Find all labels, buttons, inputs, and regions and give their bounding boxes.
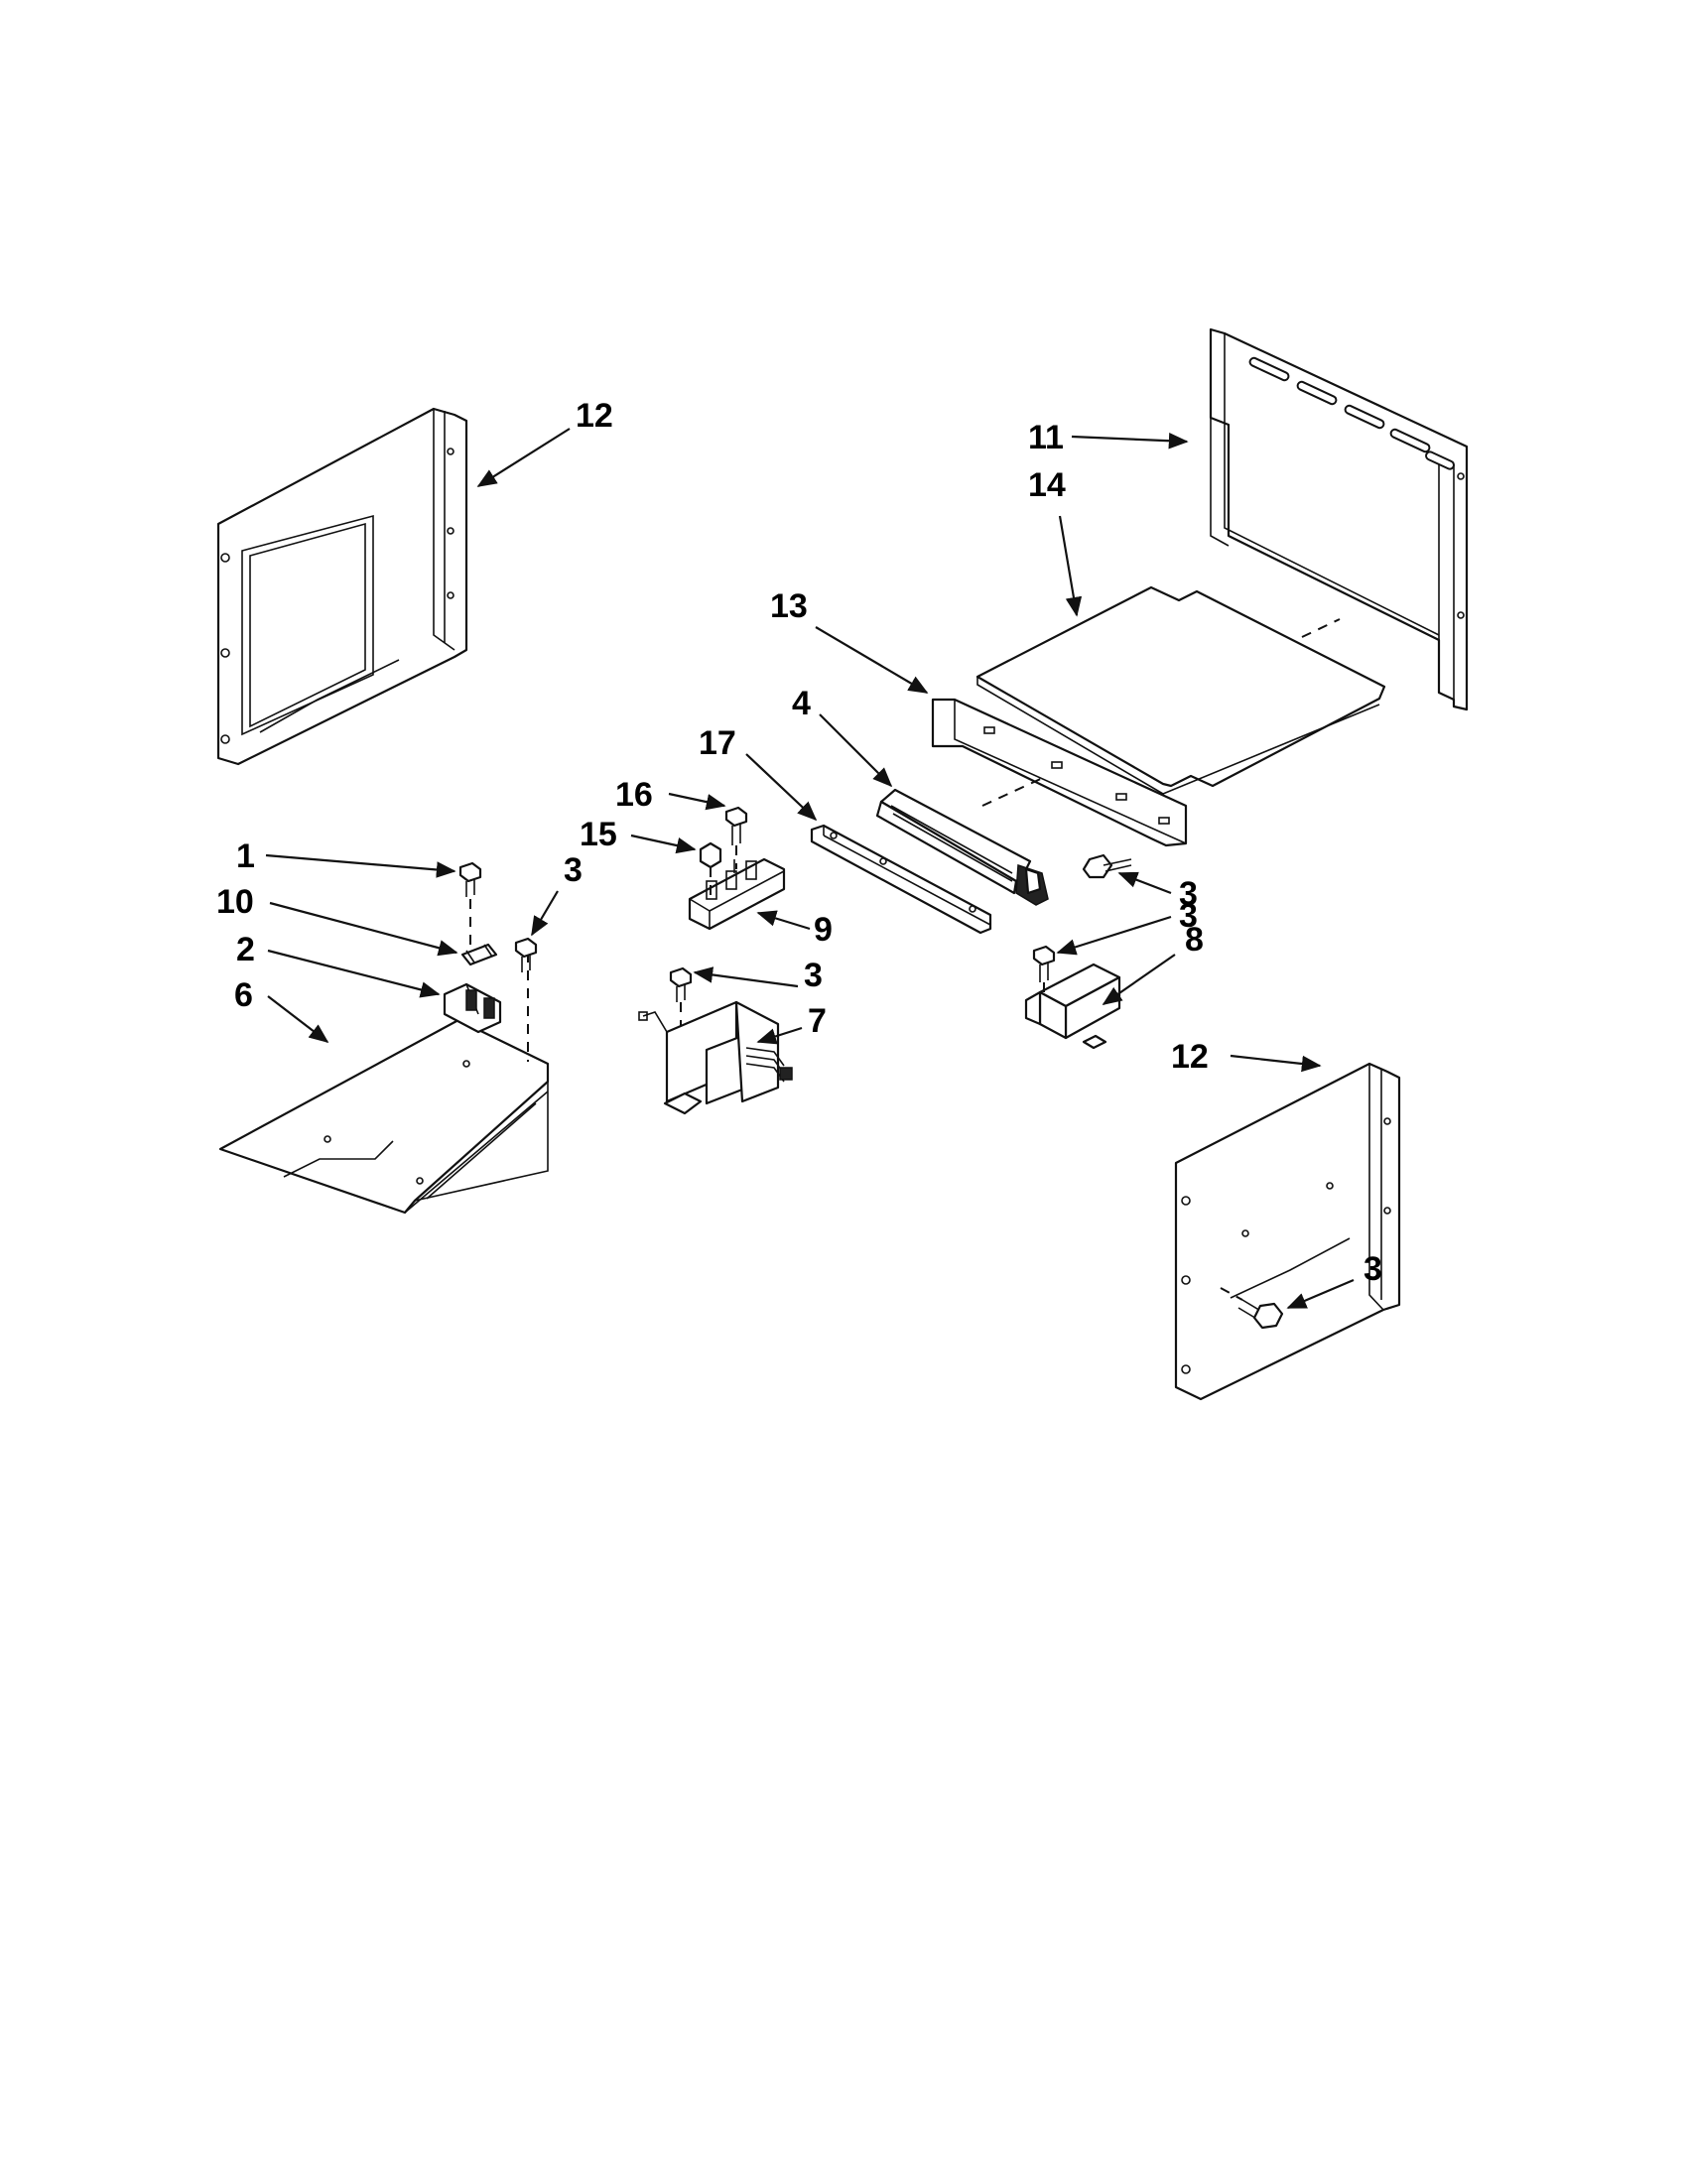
screw-terminal	[724, 806, 748, 869]
callout-14: 14	[1028, 466, 1066, 504]
fuse	[460, 943, 498, 966]
callout-12-lower-right: 12	[1171, 1038, 1209, 1076]
screw-control-box	[1032, 945, 1056, 992]
callout-4: 4	[792, 685, 811, 722]
callout-10: 10	[216, 883, 254, 921]
callout-1: 1	[236, 837, 255, 875]
front-bracket	[931, 698, 1188, 847]
screw-transformer	[669, 966, 693, 1002]
rear-panel-upper-right	[1209, 327, 1469, 711]
callout-12-upper-left: 12	[576, 397, 613, 435]
support-bar	[810, 824, 992, 935]
callout-3-base: 3	[564, 851, 583, 889]
callout-2: 2	[236, 931, 255, 968]
callout-7: 7	[808, 1002, 827, 1040]
side-panel-lower-right	[1174, 1062, 1401, 1401]
callout-13: 13	[770, 587, 808, 625]
callout-8: 8	[1185, 921, 1204, 959]
callout-3-lower-panel: 3	[1363, 1250, 1382, 1288]
screw-base-plate	[514, 937, 538, 972]
hex-nut	[699, 841, 722, 895]
screw-lower-right-panel	[1220, 1287, 1284, 1330]
callout-11: 11	[1028, 419, 1064, 456]
callout-6: 6	[234, 976, 253, 1014]
terminal-block	[688, 857, 786, 931]
callout-3-transformer: 3	[804, 957, 823, 994]
callout-9: 9	[814, 911, 833, 949]
callout-3-control-box: 3	[1179, 897, 1198, 935]
cooling-fan-blower	[875, 775, 1049, 906]
side-panel-upper-left	[216, 407, 468, 766]
top-shield-plate	[975, 585, 1386, 795]
callout-16: 16	[615, 776, 653, 814]
callout-3-fan: 3	[1179, 875, 1198, 913]
callout-17: 17	[699, 724, 736, 762]
transformer	[638, 1000, 793, 1115]
screw-near-fan	[1082, 853, 1132, 879]
callout-15: 15	[580, 816, 617, 853]
fuse-holder	[443, 982, 502, 1034]
base-plate	[218, 953, 550, 1215]
screw-fuse-holder	[458, 861, 482, 945]
